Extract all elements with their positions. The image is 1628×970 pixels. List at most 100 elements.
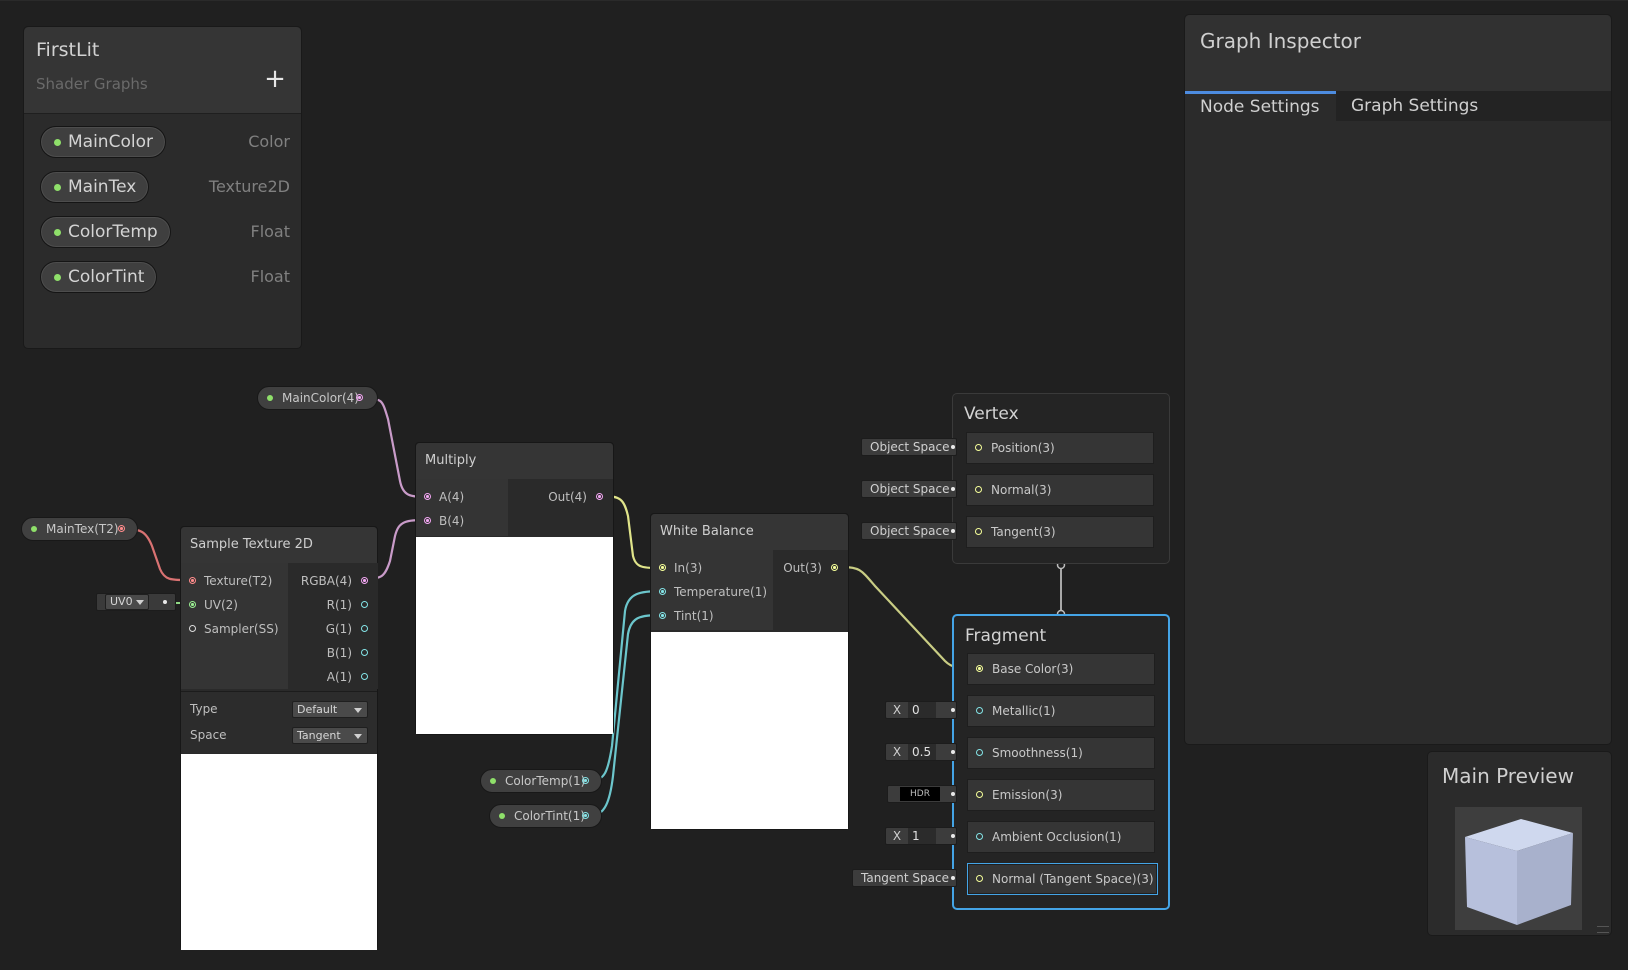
position-space-field[interactable]: Object Space bbox=[861, 438, 957, 456]
input-port-tint[interactable]: Tint(1) bbox=[651, 605, 773, 627]
resize-grip-icon[interactable] bbox=[1597, 926, 1609, 933]
property-name: MainColor bbox=[68, 132, 153, 152]
preview-viewport[interactable] bbox=[1455, 807, 1582, 930]
input-port-sampler[interactable]: Sampler(SS) bbox=[181, 618, 288, 640]
output-port-g[interactable]: G(1) bbox=[326, 618, 368, 640]
property-pill[interactable]: ColorTint bbox=[40, 261, 158, 293]
fragment-context[interactable]: Fragment Base Color(3) Metallic(1) Smoot… bbox=[952, 614, 1170, 910]
input-ports: Texture(T2) UV(2) Sampler(SS) bbox=[181, 563, 288, 689]
block-normal[interactable]: Normal(3) bbox=[966, 474, 1154, 506]
port-icon bbox=[831, 564, 838, 571]
hdr-color-swatch[interactable]: HDR bbox=[900, 787, 940, 801]
space-label: Space bbox=[190, 728, 227, 742]
port-label: RGBA(4) bbox=[300, 574, 352, 588]
input-port-in[interactable]: In(3) bbox=[651, 557, 773, 579]
exposed-dot-icon bbox=[54, 184, 61, 191]
add-property-button[interactable]: + bbox=[264, 64, 286, 94]
port-label: A(1) bbox=[326, 670, 352, 684]
port-icon bbox=[361, 649, 368, 656]
output-port-r[interactable]: R(1) bbox=[327, 594, 368, 616]
port-icon bbox=[976, 665, 983, 672]
smoothness-value-field[interactable]: X 0.5 bbox=[885, 743, 957, 761]
vertex-title: Vertex bbox=[964, 404, 1019, 424]
node-multiply[interactable]: Multiply A(4) B(4) Out(4) bbox=[415, 442, 614, 735]
output-port-icon[interactable] bbox=[582, 777, 589, 784]
input-port-a[interactable]: A(4) bbox=[416, 486, 508, 508]
smoothness-value[interactable]: 0.5 bbox=[908, 744, 936, 760]
blackboard-header[interactable]: FirstLit Shader Graphs + bbox=[24, 27, 301, 114]
inspector-title: Graph Inspector bbox=[1200, 29, 1361, 53]
space-dropdown[interactable]: Tangent bbox=[292, 727, 368, 744]
connector-dot-icon bbox=[951, 792, 955, 796]
block-label: Position(3) bbox=[991, 441, 1055, 455]
output-port-out[interactable]: Out(3) bbox=[783, 557, 838, 579]
normal-space-field[interactable]: Tangent Space bbox=[852, 869, 957, 887]
output-port-a[interactable]: A(1) bbox=[327, 666, 368, 688]
output-port-out[interactable]: Out(4) bbox=[548, 486, 603, 508]
node-white-balance[interactable]: White Balance In(3) Temperature(1) Tint(… bbox=[650, 513, 849, 830]
property-name: MainTex bbox=[68, 177, 137, 197]
block-label: Normal(3) bbox=[991, 483, 1052, 497]
blackboard-panel[interactable]: FirstLit Shader Graphs + MainColor Color… bbox=[23, 26, 302, 349]
property-row-colortemp: ColorTemp Float bbox=[40, 216, 290, 250]
input-ports: In(3) Temperature(1) Tint(1) bbox=[651, 550, 773, 630]
uv-channel-dropdown[interactable]: UV0 bbox=[105, 594, 149, 610]
output-port-b[interactable]: B(1) bbox=[327, 642, 368, 664]
type-label: Type bbox=[190, 702, 218, 716]
block-tangent[interactable]: Tangent(3) bbox=[966, 516, 1154, 548]
x-label: X bbox=[892, 703, 902, 717]
tangent-space-field[interactable]: Object Space bbox=[861, 522, 957, 540]
input-port-temperature[interactable]: Temperature(1) bbox=[651, 581, 773, 603]
property-pill[interactable]: MainTex bbox=[40, 171, 150, 203]
block-position[interactable]: Position(3) bbox=[966, 432, 1154, 464]
x-label: X bbox=[892, 829, 902, 843]
block-emission[interactable]: Emission(3) bbox=[967, 779, 1155, 811]
type-dropdown[interactable]: Default bbox=[292, 701, 368, 718]
port-icon bbox=[659, 612, 666, 619]
port-label: Sampler(SS) bbox=[204, 622, 279, 636]
tab-node-settings[interactable]: Node Settings bbox=[1185, 91, 1336, 121]
output-port-icon[interactable] bbox=[356, 394, 363, 401]
port-icon bbox=[976, 791, 983, 798]
tab-graph-settings[interactable]: Graph Settings bbox=[1351, 96, 1479, 116]
normal-space-field[interactable]: Object Space bbox=[861, 480, 957, 498]
connector-dot-icon bbox=[951, 834, 955, 838]
output-port-rgba[interactable]: RGBA(4) bbox=[301, 570, 368, 592]
property-node-maincolor[interactable]: MainColor(4) bbox=[257, 386, 378, 410]
output-port-icon[interactable] bbox=[582, 812, 589, 819]
property-pill[interactable]: ColorTemp bbox=[40, 216, 171, 248]
vertex-context[interactable]: Vertex Position(3) Normal(3) Tangent(3) bbox=[952, 393, 1170, 564]
inspector-header[interactable]: Graph Inspector bbox=[1185, 15, 1611, 91]
ambient-occlusion-value[interactable]: 1 bbox=[908, 828, 936, 844]
block-label: Metallic(1) bbox=[992, 704, 1056, 718]
input-port-texture[interactable]: Texture(T2) bbox=[181, 570, 288, 592]
metallic-value-field[interactable]: X 0 bbox=[885, 701, 957, 719]
block-metallic[interactable]: Metallic(1) bbox=[967, 695, 1155, 727]
space-value: Tangent bbox=[297, 729, 341, 742]
block-ambient-occlusion[interactable]: Ambient Occlusion(1) bbox=[967, 821, 1155, 853]
property-node-maintex[interactable]: MainTex(T2) bbox=[21, 517, 138, 541]
node-preview bbox=[416, 537, 613, 734]
main-preview-panel[interactable]: Main Preview bbox=[1427, 751, 1612, 936]
input-port-b[interactable]: B(4) bbox=[416, 510, 508, 532]
property-node-colortint[interactable]: ColorTint(1) bbox=[489, 804, 602, 828]
property-node-colortemp[interactable]: ColorTemp(1) bbox=[480, 769, 602, 793]
block-label: Emission(3) bbox=[992, 788, 1063, 802]
graph-inspector-panel[interactable]: Graph Inspector Node Settings Graph Sett… bbox=[1184, 14, 1612, 745]
block-base-color[interactable]: Base Color(3) bbox=[967, 653, 1155, 685]
port-icon bbox=[361, 577, 368, 584]
metallic-value[interactable]: 0 bbox=[908, 702, 936, 718]
property-pill[interactable]: MainColor bbox=[40, 126, 166, 158]
property-node-label: MainTex(T2) bbox=[46, 522, 119, 536]
output-port-icon[interactable] bbox=[118, 525, 125, 532]
connector-dot-icon bbox=[951, 529, 955, 533]
block-label: Smoothness(1) bbox=[992, 746, 1083, 760]
property-row-maincolor: MainColor Color bbox=[40, 126, 290, 160]
input-port-uv[interactable]: UV(2) bbox=[181, 594, 288, 616]
emission-color-field[interactable]: HDR bbox=[887, 785, 957, 803]
block-normal-tangent[interactable]: Normal (Tangent Space)(3) bbox=[967, 863, 1158, 895]
ambient-occlusion-value-field[interactable]: X 1 bbox=[885, 827, 957, 845]
block-smoothness[interactable]: Smoothness(1) bbox=[967, 737, 1155, 769]
node-sample-texture-2d[interactable]: Sample Texture 2D Texture(T2) UV(2) Samp… bbox=[180, 526, 378, 950]
